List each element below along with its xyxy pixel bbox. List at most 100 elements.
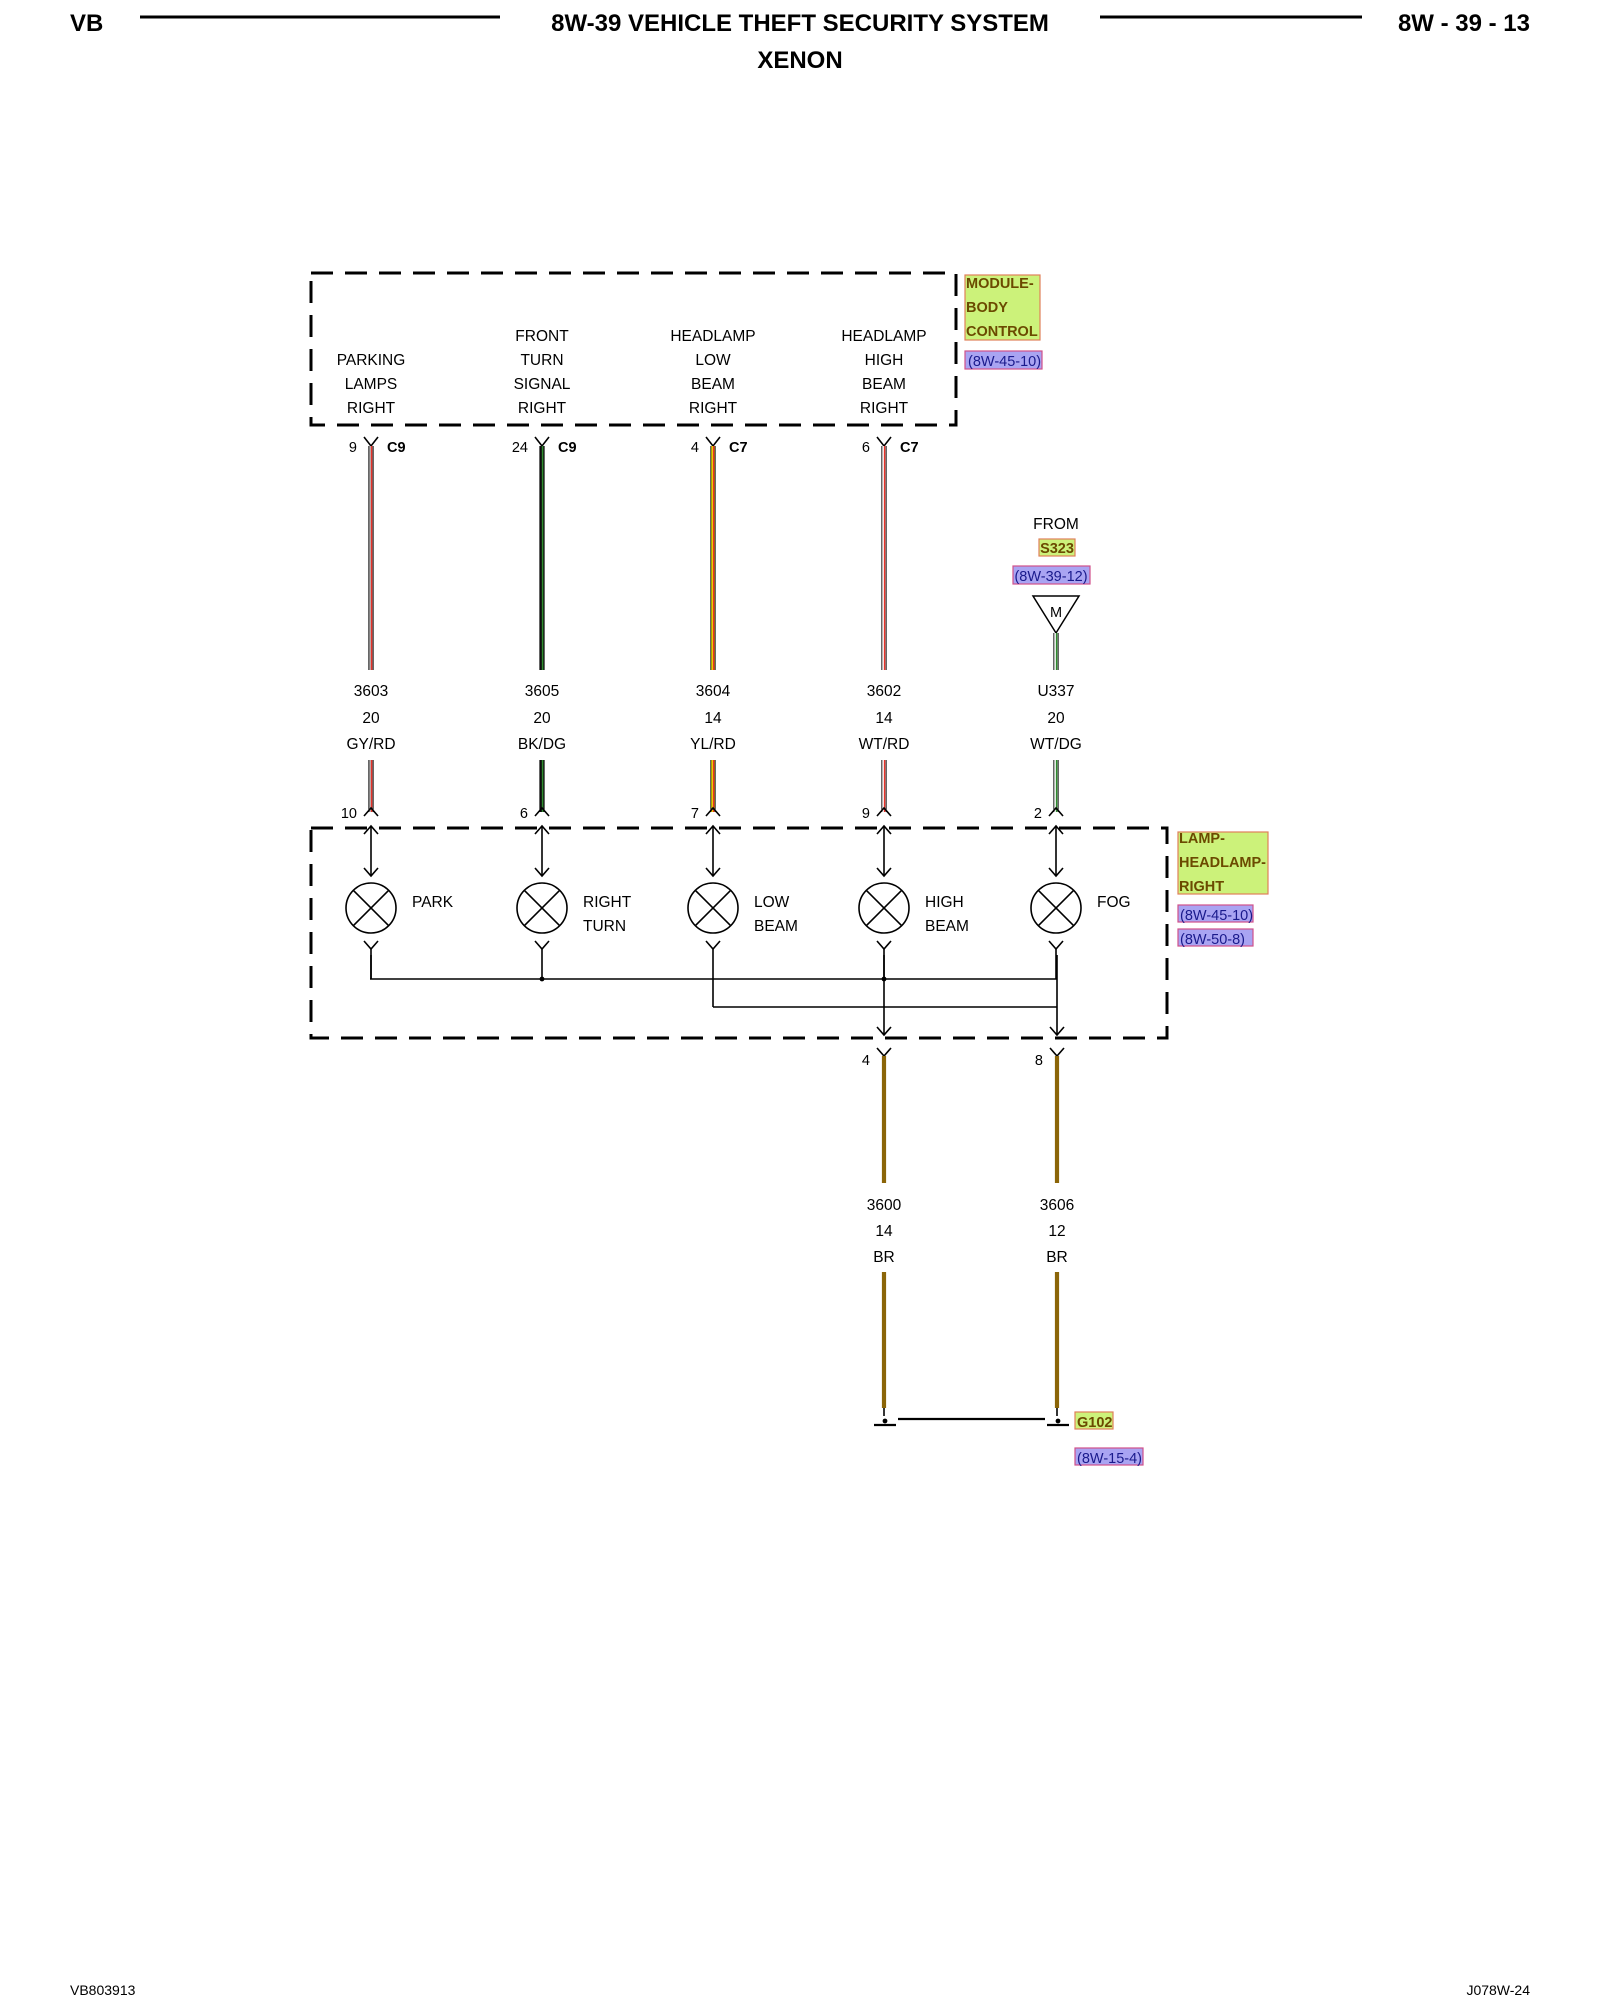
connector-fork-icon	[1049, 1047, 1065, 1058]
arrow-head-icon	[876, 824, 892, 835]
splice-ref-tag[interactable]	[1012, 565, 1091, 585]
module-circuit-label: HIGH	[865, 352, 904, 369]
splice-triangle-icon	[1031, 595, 1081, 635]
ground-name[interactable]: G102	[1077, 1415, 1112, 1431]
footer-left-code: VB803913	[70, 1982, 136, 1998]
connector-fork-icon	[1048, 940, 1064, 951]
connector-fork-icon	[705, 940, 721, 951]
wire-color-code: YL/RD	[690, 736, 736, 753]
module-ref-tag[interactable]	[964, 350, 1043, 370]
lamp-ref-tag[interactable]	[1177, 928, 1254, 947]
bulb-label: BEAM	[754, 918, 798, 935]
module-circuit-label: BEAM	[862, 376, 906, 393]
lamp-input-pin: 7	[691, 806, 699, 822]
module-connector-name: C7	[729, 440, 748, 456]
bulb-label: FOG	[1097, 894, 1131, 911]
module-body-control-box	[309, 271, 958, 427]
splice-tag[interactable]	[1038, 538, 1076, 557]
splice-from-label: FROM	[1033, 516, 1079, 533]
lamp-input-pin: 6	[520, 806, 528, 822]
lamp-input-pin: 10	[341, 806, 357, 822]
arrow-head-icon	[534, 824, 550, 835]
module-connector-name: C9	[387, 440, 406, 456]
lamp-name-line: RIGHT	[1179, 879, 1224, 895]
wire-circuit-number: 3603	[354, 683, 388, 700]
bulb-cross	[865, 889, 903, 927]
ground-dot	[882, 1418, 888, 1424]
module-name-tag[interactable]	[964, 274, 1041, 341]
bulb-label: RIGHT	[583, 894, 632, 911]
lamp-name-line: LAMP-	[1179, 831, 1225, 847]
module-name-line: CONTROL	[966, 324, 1038, 340]
lamp-ref-tag[interactable]	[1177, 904, 1254, 923]
wire-circuit-number: 3604	[696, 683, 731, 700]
module-circuit-label: RIGHT	[860, 400, 909, 417]
module-pin-number: 4	[691, 440, 699, 456]
module-circuit-label: HEADLAMP	[670, 328, 755, 345]
module-circuit-label: RIGHT	[347, 400, 396, 417]
ground-ref-tag[interactable]	[1074, 1447, 1144, 1466]
wire-color-code: BR	[1046, 1249, 1068, 1266]
bulb-label: PARK	[412, 894, 454, 911]
module-ref-link[interactable]: (8W-45-10)	[968, 354, 1041, 370]
bulb-label: LOW	[754, 894, 790, 911]
module-circuit-label: PARKING	[337, 352, 406, 369]
wire-color-code: WT/DG	[1030, 736, 1082, 753]
page-title: 8W-39 VEHICLE THEFT SECURITY SYSTEM	[551, 10, 1049, 37]
connector-fork-icon	[705, 436, 721, 448]
bulb-cross	[1037, 889, 1075, 927]
wire-circuit-number: 3605	[525, 683, 559, 700]
module-name-line: BODY	[966, 300, 1008, 316]
connector-fork-icon	[1048, 806, 1064, 817]
arrow-head-icon	[1049, 1026, 1065, 1037]
connector-fork-icon	[534, 806, 550, 817]
lamp-name-text: LAMP- HEADLAMP- RIGHT	[1179, 831, 1266, 895]
bulb-cross	[352, 889, 390, 927]
wire-gauge: 14	[875, 1223, 893, 1240]
connector-fork-icon	[876, 867, 892, 878]
connector-fork-icon	[534, 436, 550, 448]
lamp-ref-link-1[interactable]: (8W-45-10)	[1180, 908, 1253, 924]
page-subtitle: XENON	[757, 47, 842, 74]
arrow-head-icon	[363, 824, 379, 835]
lamp-headlamp-right-box	[309, 826, 1169, 1040]
bulb-label: BEAM	[925, 918, 969, 935]
module-circuit-label: TURN	[520, 352, 563, 369]
connector-fork-icon	[876, 1047, 892, 1058]
page-number: 8W - 39 - 13	[1398, 10, 1530, 37]
lamp-ref-link-2[interactable]: (8W-50-8)	[1180, 932, 1245, 948]
connector-fork-icon	[705, 867, 721, 878]
wire-color-code: BR	[873, 1249, 895, 1266]
ground-tag[interactable]	[1074, 1411, 1114, 1430]
module-circuit-label: SIGNAL	[514, 376, 571, 393]
lamp-name-line: HEADLAMP-	[1179, 855, 1266, 871]
module-circuit-label: BEAM	[691, 376, 735, 393]
wire-circuit-number: 3606	[1040, 1197, 1074, 1214]
connector-fork-icon	[363, 940, 379, 951]
wire-gauge: 14	[704, 710, 722, 727]
module-pin-number: 24	[512, 440, 528, 456]
connector-fork-icon	[876, 806, 892, 817]
module-pin-number: 9	[349, 440, 357, 456]
wire-color-code: WT/RD	[859, 736, 910, 753]
bus-junction-dot	[539, 976, 545, 982]
connector-fork-icon	[534, 867, 550, 878]
splice-ref-link[interactable]: (8W-39-12)	[1014, 569, 1087, 585]
ground-ref-link[interactable]: (8W-15-4)	[1077, 1451, 1142, 1467]
wire-gauge: 20	[1047, 710, 1065, 727]
lamp-name-tag[interactable]	[1177, 831, 1269, 895]
wire-gauge: 20	[533, 710, 551, 727]
splice-name[interactable]: S323	[1040, 541, 1074, 557]
wire-gauge: 12	[1048, 1223, 1065, 1240]
wire-color-code: BK/DG	[518, 736, 566, 753]
module-name-line: MODULE-	[966, 276, 1034, 292]
module-circuit-label: LAMPS	[345, 376, 398, 393]
wire-circuit-number: 3600	[867, 1197, 902, 1214]
module-circuit-label: FRONT	[515, 328, 569, 345]
module-connector-name: C7	[900, 440, 919, 456]
connector-fork-icon	[363, 436, 379, 448]
header-left-code: VB	[70, 10, 103, 37]
module-circuit-label: LOW	[695, 352, 731, 369]
